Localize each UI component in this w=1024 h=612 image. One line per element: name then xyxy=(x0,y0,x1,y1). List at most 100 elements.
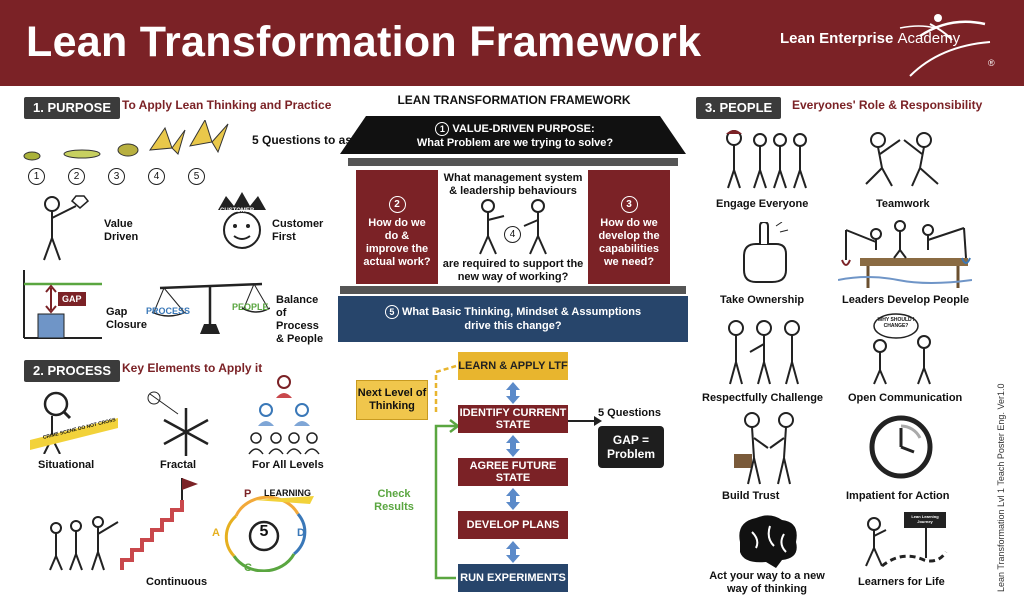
engage-everyone-label: Engage Everyone xyxy=(716,198,809,210)
question-number: 4 xyxy=(148,168,165,185)
step-agree: AGREE FUTURE STATE xyxy=(458,458,568,486)
pdca-a: A xyxy=(212,527,220,539)
foundation-line1: 5 What Basic Thinking, Mindset & Assumpt… xyxy=(338,305,688,320)
roof-number: 1 xyxy=(435,122,450,137)
pdca-cycle-icon xyxy=(224,495,314,572)
continuous-staircase-icon xyxy=(49,478,198,571)
foundation-block: 5 What Basic Thinking, Mindset & Assumpt… xyxy=(338,296,688,342)
gap-chart-icon xyxy=(23,270,102,339)
purpose-subtitle: To Apply Lean Thinking and Practice xyxy=(122,98,332,112)
gap-label: GAP xyxy=(62,294,82,304)
step-identify: IDENTIFY CURRENT STATE xyxy=(458,405,568,433)
gap-problem-box: GAP = Problem xyxy=(598,426,664,468)
step-run: RUN EXPERIMENTS xyxy=(458,564,568,592)
registered-mark: ® xyxy=(988,58,995,68)
five-questions-label: 5 Questions to ask xyxy=(252,133,359,147)
left-pillar-text: How do we do & improve the actual work? xyxy=(363,217,431,268)
impatient-action-label: Impatient for Action xyxy=(846,490,950,502)
fractal-label: Fractal xyxy=(160,459,197,471)
foundation-text2: drive this change? xyxy=(464,320,562,333)
brand-main: Lean Enterprise xyxy=(780,30,894,47)
left-pillar-number: 2 xyxy=(388,196,406,213)
clock-icon xyxy=(869,415,933,479)
customer-king-icon xyxy=(218,192,266,249)
all-levels-label: For All Levels xyxy=(252,459,324,471)
journey-sign: Lean Learning Journey xyxy=(911,514,939,524)
five-questions-center: 5 Questions xyxy=(598,407,661,419)
pdca-c: C xyxy=(244,562,252,574)
snowflake-icon xyxy=(147,391,209,456)
version-text: Lean Transformation Lvl 1 Teach Poster E… xyxy=(996,383,1006,592)
purpose-badge: 1. PURPOSE xyxy=(24,97,121,119)
people-badge: 3. PEOPLE xyxy=(696,97,782,119)
teamwork-icon xyxy=(865,132,939,187)
center-bottom-text: are required to support the new way of w… xyxy=(442,258,584,283)
step-arrows xyxy=(506,382,520,563)
value-driven-label: Value Driven xyxy=(104,218,139,243)
continuous-label: Continuous xyxy=(146,576,208,588)
diamond-person-icon xyxy=(43,195,90,261)
people-word: PEOPLE xyxy=(232,302,269,312)
leaders-pointing-icon xyxy=(479,199,547,255)
house-roof xyxy=(340,116,686,166)
fishing-dock-icon xyxy=(838,220,972,288)
pdca-d: D xyxy=(297,527,305,539)
center-top-text: What management system & leadership beha… xyxy=(443,172,583,197)
gap-closure-label: Gap Closure xyxy=(106,306,147,331)
take-ownership-label: Take Ownership xyxy=(720,294,805,306)
learning-journey-icon xyxy=(865,512,948,568)
step-learn: LEARN & APPLY LTF xyxy=(458,352,568,380)
situational-label: Situational xyxy=(38,459,95,471)
build-trust-label: Build Trust xyxy=(722,490,780,502)
engage-everyone-icon xyxy=(726,130,807,189)
people-subtitle: Everyones' Role & Responsibility xyxy=(792,98,983,112)
brain-icon xyxy=(739,515,797,568)
pdca-five: 5 xyxy=(259,523,269,540)
balance-scale-icon xyxy=(151,282,270,334)
right-pillar: 3 How do we develop the capabilities we … xyxy=(588,170,670,284)
step-develop: DEVELOP PLANS xyxy=(458,511,568,539)
respectfully-challenge-label: Respectfully Challenge xyxy=(702,392,824,404)
base-ledge xyxy=(340,286,686,294)
butterfly-lifecycle-icon xyxy=(23,120,229,161)
question-number: 2 xyxy=(68,168,85,185)
roof-title: VALUE-DRIVEN PURPOSE: xyxy=(452,123,595,135)
roof-question: What Problem are we trying to solve? xyxy=(416,137,614,150)
handshake-icon xyxy=(734,412,794,485)
center-number: 4 xyxy=(504,226,521,243)
learners-for-life-label: Learners for Life xyxy=(858,576,945,588)
pdca-p: P xyxy=(244,488,252,500)
question-number: 3 xyxy=(108,168,125,185)
right-pillar-number: 3 xyxy=(620,196,638,213)
pdca-learning: LEARNING xyxy=(264,488,311,498)
roof-text: 1 VALUE-DRIVEN PURPOSE: What Problem are… xyxy=(360,122,670,150)
runner-logo-icon xyxy=(899,14,991,77)
page-title: Lean Transformation Framework xyxy=(26,18,702,66)
open-communication-label: Open Communication xyxy=(848,392,963,404)
header-banner xyxy=(0,0,1024,86)
roof-line1: 1 VALUE-DRIVEN PURPOSE: xyxy=(360,122,670,137)
balance-label: Balance of Process & People xyxy=(276,294,324,345)
detective-icon xyxy=(30,391,118,454)
foundation-text1: What Basic Thinking, Mindset & Assumptio… xyxy=(401,306,642,318)
right-pillar-text: How do we develop the capabilities we ne… xyxy=(598,217,660,268)
leaders-develop-label: Leaders Develop People xyxy=(842,294,970,306)
hierarchy-people-icon xyxy=(248,375,320,455)
question-number: 1 xyxy=(28,168,45,185)
process-subtitle: Key Elements to Apply it xyxy=(122,361,263,375)
pointing-finger-icon xyxy=(743,222,789,283)
customer-badge: CUSTOMER xyxy=(220,208,255,214)
gap-arrow xyxy=(568,416,602,426)
left-pillar: 2 How do we do & improve the actual work… xyxy=(356,170,438,284)
check-results-label: Check Results xyxy=(374,488,414,513)
act-your-way-label: Act your way to a new way of thinking xyxy=(709,570,825,595)
framework-heading: LEAN TRANSFORMATION FRAMEWORK xyxy=(397,93,631,107)
teamwork-label: Teamwork xyxy=(876,198,930,210)
next-level-box: Next Level of Thinking xyxy=(356,380,428,420)
process-badge: 2. PROCESS xyxy=(24,360,121,382)
customer-first-label: Customer First xyxy=(272,218,324,243)
question-number: 5 xyxy=(188,168,205,185)
foundation-number: 5 xyxy=(384,305,399,320)
open-communication-icon xyxy=(873,313,931,385)
process-word: PROCESS xyxy=(146,306,191,316)
